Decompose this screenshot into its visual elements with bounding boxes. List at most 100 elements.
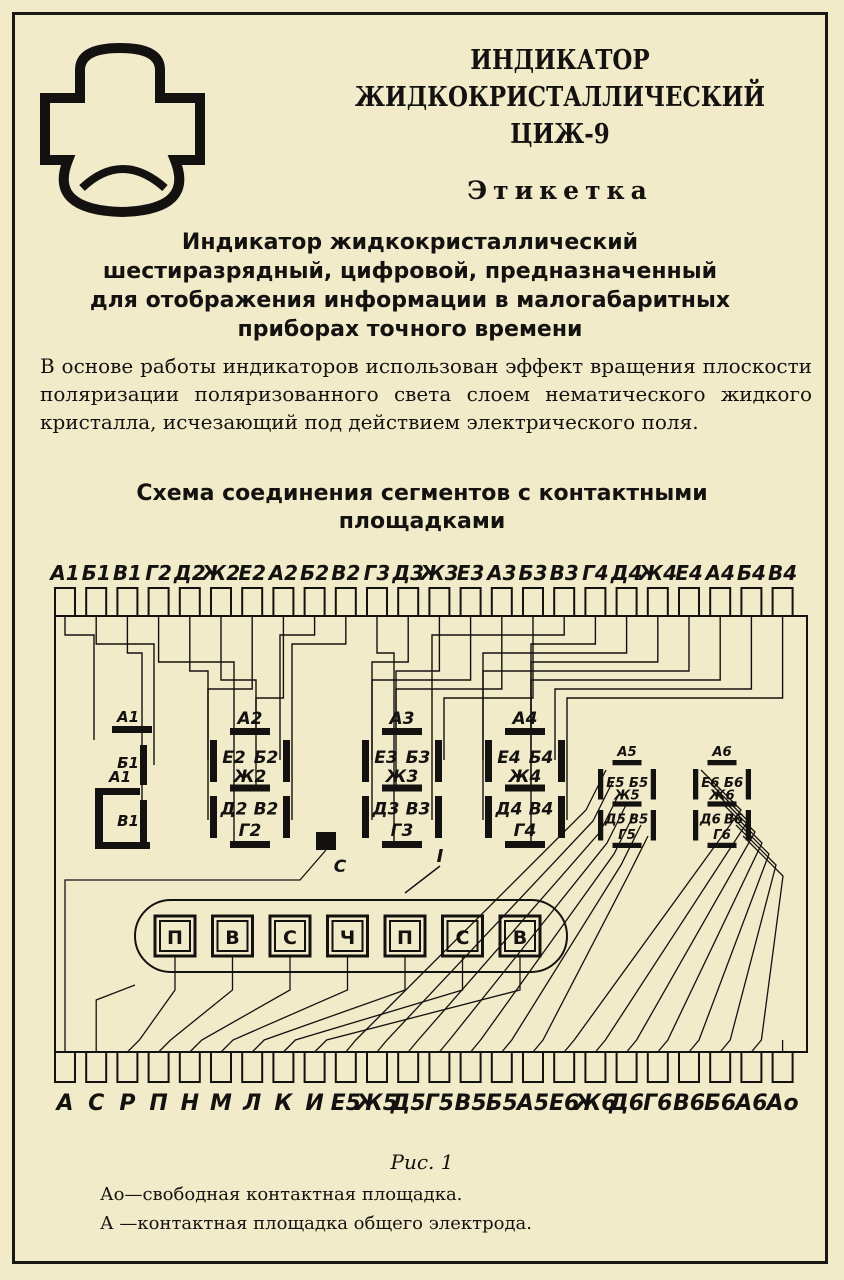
weekday-segment-inner <box>216 920 249 952</box>
weekday-label: П <box>397 927 413 949</box>
wire <box>438 802 628 1053</box>
top-pin-label: Г3 <box>364 561 391 585</box>
segment <box>612 760 642 766</box>
wire <box>64 849 327 1052</box>
segment <box>505 841 545 848</box>
bottom-contact-pad <box>54 1051 76 1083</box>
segment <box>435 796 442 838</box>
bottom-contact-pad <box>678 1051 700 1083</box>
top-contact-pad <box>553 587 576 617</box>
segment-label: А6 <box>711 745 731 760</box>
segment <box>382 784 422 792</box>
bottom-pin-label: К <box>274 1091 293 1116</box>
wire <box>95 984 136 1052</box>
title-line: ЦИЖ-9 <box>510 119 610 150</box>
top-contact-pad <box>740 587 763 617</box>
segment <box>382 728 422 735</box>
segment-label: Д4 <box>495 799 523 819</box>
segment-label: Б1 <box>117 754 139 772</box>
top-contact-pad <box>366 587 388 617</box>
figure-caption: Рис. 1 <box>390 1150 454 1174</box>
wire <box>207 616 253 760</box>
wire <box>157 616 235 842</box>
weekday-segment-inner <box>446 920 479 952</box>
wire <box>407 791 621 1053</box>
wire <box>594 780 749 1053</box>
top-contact-pad <box>490 587 513 617</box>
bottom-pin-label: С <box>88 1091 104 1116</box>
wire <box>189 956 291 1053</box>
wire <box>431 616 565 820</box>
weekday-label: П <box>167 927 183 949</box>
weekday-label: С <box>283 927 297 949</box>
subtitle-line: шестиразрядный, цифровой, предназначенны… <box>102 259 718 284</box>
bottom-contact-pad <box>241 1051 264 1083</box>
segment <box>362 796 369 838</box>
segment-label: А1 <box>108 768 131 786</box>
bottom-contact-pad <box>646 1051 669 1083</box>
wire <box>251 956 406 1053</box>
segment-label: Б6 <box>724 776 743 791</box>
top-contact-pad <box>303 587 326 617</box>
segment-label: Ж4 <box>508 767 542 787</box>
wire <box>282 956 464 1053</box>
top-pin-label: В3 <box>550 561 579 585</box>
wire <box>530 616 721 730</box>
top-pin-label: Д2 <box>173 561 206 585</box>
title-line: ЖИДКОКРИСТАЛЛИЧЕСКИЙ <box>354 82 766 113</box>
wire <box>314 956 521 1053</box>
segment <box>693 769 699 800</box>
bottom-contact-pad <box>272 1051 295 1083</box>
segment-label: Е3 <box>374 748 397 768</box>
segment <box>283 740 290 782</box>
segment <box>362 740 369 782</box>
bottom-pin-label: И <box>305 1091 323 1116</box>
bottom-pin-label: Д6 <box>608 1091 644 1116</box>
top-pin-label: Е4 <box>675 561 703 585</box>
segment <box>650 769 656 800</box>
bottom-pin-label: Ж5 <box>354 1091 398 1116</box>
bottom-contact-pad <box>584 1051 607 1083</box>
segment-label: А3 <box>388 709 415 729</box>
wire <box>554 616 753 760</box>
subtitle-line: Индикатор жидкокристаллический <box>181 230 639 255</box>
page-border <box>12 12 828 1264</box>
bottom-pin-label: Е5 <box>331 1091 361 1116</box>
bottom-pin-label: В5 <box>455 1091 487 1116</box>
top-pin-label: Г4 <box>582 561 609 585</box>
segment-label: Г4 <box>514 821 537 841</box>
weekday-group <box>134 899 568 973</box>
top-contact-pad <box>116 587 139 617</box>
segment-label: А2 <box>236 709 263 729</box>
colon-label: С <box>334 857 347 877</box>
top-pin-label: А1 <box>48 561 79 585</box>
bottom-contact-pad <box>709 1051 732 1083</box>
wire <box>482 616 690 760</box>
schema-title-line: площадками <box>338 509 506 534</box>
top-contact-pad <box>272 587 295 617</box>
segment <box>95 842 150 849</box>
top-pin-label: Б4 <box>737 561 766 585</box>
bottom-pin-label: Д5 <box>390 1091 426 1116</box>
bottom-contact-pad <box>397 1051 420 1083</box>
top-pin-label: Е3 <box>457 561 485 585</box>
segment-label: Д5 <box>604 812 626 827</box>
bottom-contact-pad <box>490 1051 513 1083</box>
bottom-pin-label: Г6 <box>643 1091 672 1116</box>
bottom-contact-pad <box>428 1051 451 1083</box>
wire <box>626 791 756 1053</box>
segment <box>693 810 699 841</box>
wire <box>64 616 95 740</box>
segment-label: Ж2 <box>233 767 267 787</box>
wire <box>501 824 642 1053</box>
top-contact-pad <box>678 587 700 617</box>
segment <box>745 769 751 800</box>
segment-label: В4 <box>529 799 554 819</box>
segment <box>505 784 545 792</box>
top-pin-label: Ж2 <box>200 561 240 585</box>
segment <box>112 726 152 733</box>
wire <box>470 813 635 1053</box>
segment <box>230 728 270 735</box>
weekday-segment-inner <box>331 920 364 952</box>
